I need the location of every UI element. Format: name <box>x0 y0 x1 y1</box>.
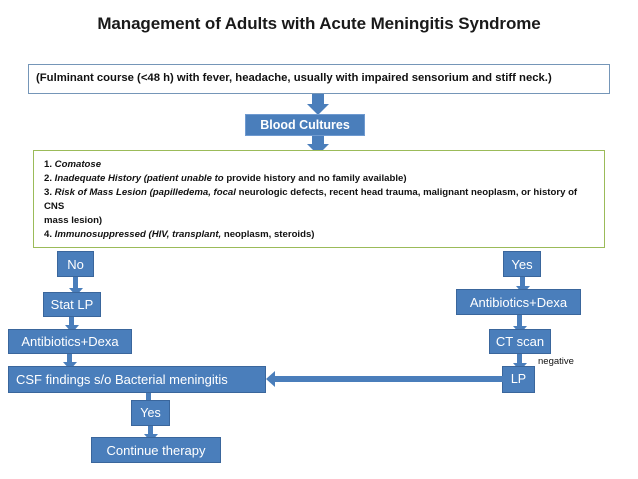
connector-no-to-statlp <box>73 277 78 288</box>
node-continue-therapy-label: Continue therapy <box>106 442 206 458</box>
criteria-line-2-rest: provide history and no family available) <box>223 172 407 184</box>
criteria-line-3-number: 3. <box>44 186 55 198</box>
node-no-label: No <box>67 256 84 272</box>
arrowhead-presentation-to-bloodcultures <box>307 104 329 115</box>
node-csf-findings[interactable]: CSF findings s/o Bacterial meningitis <box>8 366 266 393</box>
criteria-line-4: mass lesion) <box>44 214 103 226</box>
node-lp-label: LP <box>510 372 527 387</box>
node-yes-right-label: Yes <box>511 256 533 272</box>
criteria-line-2-term: Inadequate History (patient unable to <box>54 172 224 184</box>
page-title: Management of Adults with Acute Meningit… <box>97 14 541 33</box>
criteria-line-1-term: Comatose <box>54 159 102 170</box>
connector-ctscan-to-lp <box>517 354 522 363</box>
node-antibiotics-dexa-left-label: Antibiotics+Dexa <box>21 334 119 349</box>
criteria-line-1-number: 1. <box>44 159 55 170</box>
node-yes-bottom-label: Yes <box>140 405 161 420</box>
presentation-text: (Fulminant course (<48 h) with fever, he… <box>36 72 552 84</box>
connector-abx-left-to-csf <box>67 354 72 362</box>
node-antibiotics-dexa-right[interactable]: Antibiotics+Dexa <box>456 289 581 315</box>
criteria-line-5-number: 4. <box>44 228 55 240</box>
connector-abx-right-to-ctscan <box>517 315 522 326</box>
criteria-line-3-rest: neurologic defects, recent head trauma, … <box>44 186 578 212</box>
connector-yes-bottom-to-continue <box>148 426 153 434</box>
criteria-line-1: 1. Comatose <box>44 158 596 172</box>
node-ct-scan[interactable]: CT scan <box>489 329 551 354</box>
arrowhead-bloodcultures-to-criteria <box>307 144 329 155</box>
criteria-line-3-term: Risk of Mass Lesion (papilledema, focal <box>54 186 236 198</box>
node-yes-bottom[interactable]: Yes <box>131 400 170 426</box>
criteria-line-2: 2. Inadequate History (patient unable to… <box>44 172 596 186</box>
node-blood-cultures-label: Blood Cultures <box>260 118 350 132</box>
node-antibiotics-dexa-left[interactable]: Antibiotics+Dexa <box>8 329 132 354</box>
edge-label-negative: negative <box>538 356 574 367</box>
criteria-line-2-number: 2. <box>44 172 55 184</box>
connector-lp-to-csf <box>275 376 503 382</box>
connector-presentation-to-bloodcultures <box>312 94 324 104</box>
criteria-line-3: 3. Risk of Mass Lesion (papilledema, foc… <box>44 186 596 214</box>
node-stat-lp[interactable]: Stat LP <box>43 292 101 317</box>
node-ct-scan-label: CT scan <box>495 334 545 349</box>
node-csf-findings-label: CSF findings s/o Bacterial meningitis <box>16 372 228 387</box>
node-continue-therapy[interactable]: Continue therapy <box>91 437 221 463</box>
node-antibiotics-dexa-right-label: Antibiotics+Dexa <box>469 294 568 310</box>
criteria-line-5-rest: neoplasm, steroids) <box>221 228 315 240</box>
node-lp[interactable]: LP <box>502 366 535 393</box>
node-stat-lp-label: Stat LP <box>50 297 94 312</box>
presentation-panel: (Fulminant course (<48 h) with fever, he… <box>28 64 610 94</box>
criteria-text: 1. Comatose 2. Inadequate History (patie… <box>34 151 604 247</box>
node-no[interactable]: No <box>57 251 94 277</box>
connector-yes-right-to-abx-right <box>520 277 525 286</box>
criteria-panel: 1. Comatose 2. Inadequate History (patie… <box>33 150 605 248</box>
node-blood-cultures[interactable]: Blood Cultures <box>245 114 365 136</box>
connector-csf-to-yes-bottom <box>146 393 151 401</box>
connector-statlp-to-abx-left <box>69 317 74 325</box>
connector-bloodcultures-to-criteria <box>312 136 324 144</box>
criteria-line-5: 4. Immunosuppressed (HIV, transplant, ne… <box>44 228 596 242</box>
arrowhead-lp-to-csf <box>266 371 275 387</box>
node-yes-right[interactable]: Yes <box>503 251 541 277</box>
criteria-line-5-term: Immunosuppressed (HIV, transplant, <box>54 228 222 240</box>
